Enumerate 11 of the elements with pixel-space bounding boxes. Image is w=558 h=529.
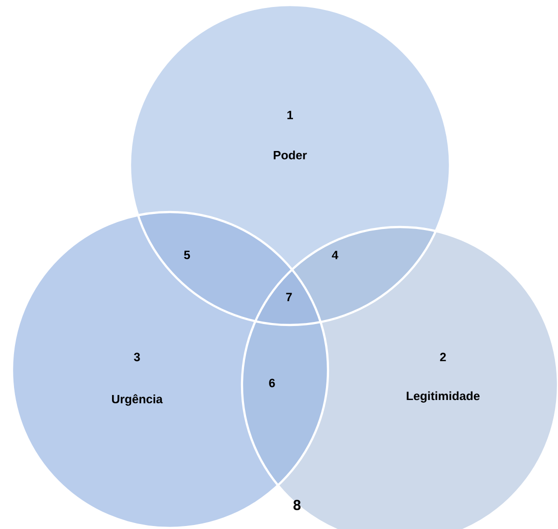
- circle-number: 3: [134, 352, 140, 362]
- circle-label: Legitimidade: [406, 391, 480, 403]
- circle-label: Urgência: [112, 394, 163, 406]
- outside-number: 8: [293, 500, 301, 510]
- circle-number: 1: [287, 110, 293, 120]
- region-number: 7: [286, 292, 292, 302]
- region-number: 6: [269, 378, 275, 388]
- region-number: 5: [184, 250, 190, 260]
- circle-label: Poder: [274, 150, 307, 160]
- region-number: 4: [332, 250, 338, 260]
- circle-number: 2: [440, 352, 446, 362]
